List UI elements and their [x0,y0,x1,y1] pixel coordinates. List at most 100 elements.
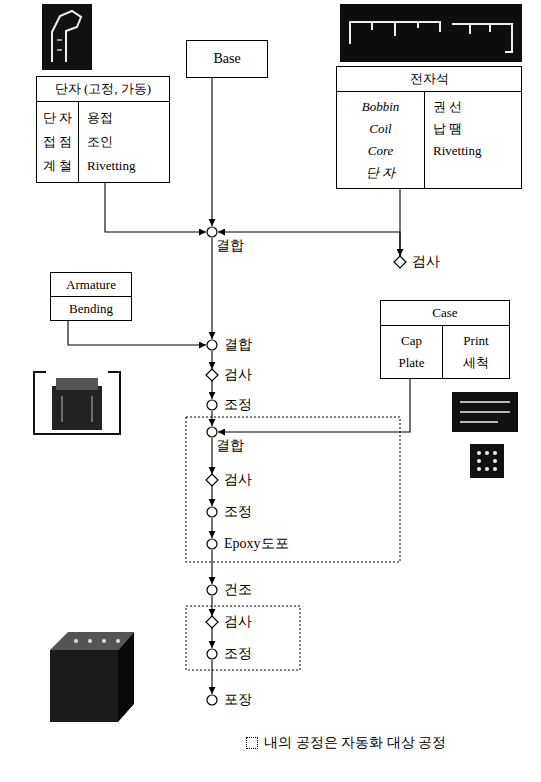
frame [34,372,120,434]
process-symbol [206,399,218,411]
relay-detail [62,396,92,422]
process-circle: 결합 [206,226,218,238]
part-table-box: CaseCapPlatePrint세척 [380,300,510,379]
part-table-box: 전자석 BobbinCoilCore단 자 권 선납 땜Rivetting [336,66,522,189]
relay-front [50,650,118,722]
step-label: 결합 [216,436,244,456]
process-circle: 조정 [206,648,218,660]
table-cell: Coil [337,118,424,140]
step-label: 검사 [224,612,252,632]
relay-pins [74,639,120,643]
process-circle: 결합 [206,426,218,438]
inspection-symbol [206,616,218,628]
inspection-diamond: 검사 [206,616,218,628]
flow-arrow [211,628,212,648]
table-cell: 계 철 [37,154,78,178]
process-symbol [206,339,218,351]
case-photo [452,392,518,478]
flow-arrow [218,232,400,256]
table-cell: Rivetting [87,154,161,178]
legend-text: 내의 공정은 자동화 대상 공정 [264,733,446,753]
table-cell: 접 점 [37,130,78,154]
flow-arrow [211,518,212,538]
step-label: 결합 [224,335,252,355]
terminal-photo [42,4,92,70]
inspection-symbol [206,369,218,381]
process-circle: 조정 [206,506,218,518]
flow-arrow [211,351,212,369]
flow-arrow [68,321,206,345]
inspection-symbol [394,256,406,268]
automation-boundary [186,417,400,562]
flow-arrow [105,183,206,232]
cap-pins [477,451,497,471]
process-symbol [206,648,218,660]
process-circle: Epoxy도포 [206,538,218,550]
electromagnet-outline [350,22,440,44]
photo-ground [42,4,92,70]
process-circle: 건조 [206,584,218,596]
process-symbol [206,538,218,550]
table-cell: 권 선 [433,96,513,118]
box-label: Armature [51,273,131,296]
step-label: 건조 [224,580,252,600]
step-label: 검사 [224,365,252,385]
box-label: Bending [51,296,131,320]
process-symbol [206,584,218,596]
inspection-diamond: 검사 [206,474,218,486]
step-label: 포장 [224,690,252,710]
terminal-detail [57,40,62,50]
table-cell: 용접 [87,106,161,130]
step-label: 조정 [224,395,252,415]
step-label: Epoxy도포 [224,534,289,554]
electromagnet-photo [340,4,522,62]
relay-body [52,386,102,430]
step-label: 결합 [216,236,244,256]
process-symbol [206,426,218,438]
relay-lid [56,378,98,390]
flow-arrow [211,486,212,506]
photo-ground [340,4,522,62]
table-cell: Bobbin [337,96,424,118]
table-cell: Rivetting [433,140,513,162]
terminal-outline [52,11,81,62]
process-symbol [206,694,218,706]
flow-arrow [211,381,212,399]
flow-arrow [211,411,212,426]
inspection-diamond: 검사 [206,369,218,381]
process-circle: 포장 [206,694,218,706]
flow-arrow [211,238,212,339]
relay-photo [34,372,120,434]
part-table-box: 단자 (고정, 가동) 단 자접 점계 철 용접조인Rivetting [36,76,170,183]
box-label: Base [213,51,240,67]
legend-swatch [246,737,258,749]
table-cell: 조인 [87,130,161,154]
step-label: 조정 [224,644,252,664]
box-heading: 단자 (고정, 가동) [37,77,169,102]
inspection-symbol [206,474,218,486]
step-label: 검사 [412,252,440,272]
table-cell: 납 땜 [433,118,513,140]
part-box: Base [186,40,268,78]
box-heading: 전자석 [337,67,521,92]
table-cell: 단 자 [37,106,78,130]
process-symbol [206,506,218,518]
flow-arrow [211,596,212,616]
process-symbol [206,226,218,238]
part-box: ArmatureBending [50,272,132,321]
process-circle: 조정 [206,399,218,411]
flow-arrow [211,438,212,474]
flow-arrow [211,660,212,694]
automation-boundary [186,606,300,670]
box-heading: Case [381,301,509,326]
finished-relay-photo [50,632,134,722]
step-label: 조정 [224,502,252,522]
relay-side [118,632,134,722]
flow-arrow [211,550,212,584]
table-cell: 단 자 [337,162,424,184]
inspection-diamond: 검사 [394,256,406,268]
flow-arrow [211,78,212,226]
table-cell: Core [337,140,424,162]
table-cell: 세척 [451,352,501,374]
photo-ground [452,392,518,432]
